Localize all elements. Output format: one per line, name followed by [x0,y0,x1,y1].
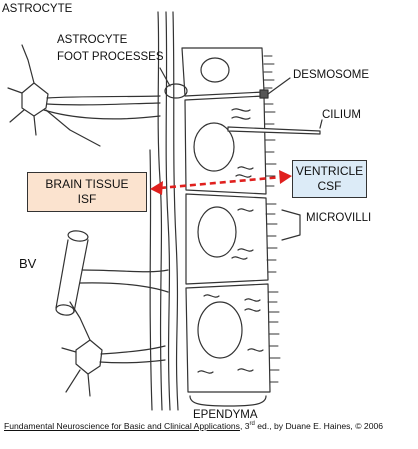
caption-rest: ed., by Duane E. Haines, © 2006 [254,421,384,431]
bv-label: BV [19,256,37,271]
ependyma-label: EPENDYMA [193,409,258,421]
astrocyte-label: ASTROCYTE [2,3,73,15]
figure-caption: Fundamental Neuroscience for Basic and C… [4,421,383,431]
diffusion-arrow [150,170,292,195]
ependymal-cells [181,47,271,393]
caption-edition: , 3 [239,421,250,431]
leader-lines [159,67,323,407]
foot-process-loop [164,83,188,99]
ventricle-text: VENTRICLE [295,164,364,178]
microvilli-label: MICROVILLI [306,212,372,224]
cilium [227,126,321,135]
brain-tissue-isf-box: BRAIN TISSUE ISF [27,172,147,212]
caption-edition-suffix: rd [249,421,255,428]
ventricle-csf-box: VENTRICLE CSF [292,160,367,198]
foot-processes-label-line2: FOOT PROCESSES [57,51,164,63]
isf-text: ISF [77,192,97,206]
microvilli [263,55,281,383]
cilium-label: CILIUM [322,109,361,121]
caption-book-title: Fundamental Neuroscience for Basic and C… [4,421,240,431]
csf-text: CSF [317,179,342,193]
foot-processes-label-line1: ASTROCYTE [57,34,128,46]
upper-astrocyte [7,44,161,147]
desmosome-label: DESMOSOME [293,69,370,81]
brain-tissue-text: BRAIN TISSUE [45,177,129,191]
blood-vessel [55,230,169,316]
desmosome [259,89,269,99]
neuropil-processes [149,11,179,411]
lower-astrocyte [61,301,166,397]
